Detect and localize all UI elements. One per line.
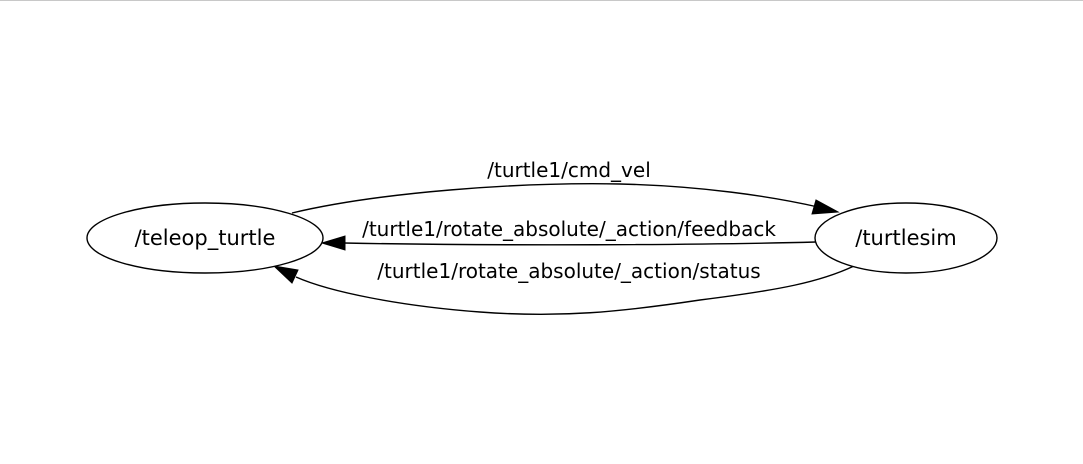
edge-status[interactable]: /turtle1/rotate_absolute/_action/status — [272, 259, 855, 316]
edge-feedback-line — [343, 241, 817, 246]
node-teleop-turtle-label: /teleop_turtle — [135, 226, 276, 251]
edge-status-label: /turtle1/rotate_absolute/_action/status — [377, 259, 760, 283]
node-turtlesim-ellipse — [814, 202, 998, 274]
edge-feedback[interactable]: /turtle1/rotate_absolute/_action/feedbac… — [320, 217, 817, 251]
node-teleop-turtle-ellipse — [86, 202, 324, 274]
edge-status-line — [295, 265, 855, 316]
node-turtlesim[interactable]: /turtlesim — [814, 202, 998, 274]
edge-cmd-vel[interactable]: /turtle1/cmd_vel — [291, 158, 840, 215]
node-turtlesim-label: /turtlesim — [855, 226, 956, 250]
edge-cmd-vel-arrow — [811, 199, 840, 215]
edge-feedback-arrow — [320, 235, 346, 251]
edge-cmd-vel-line — [291, 183, 819, 214]
edge-cmd-vel-label: /turtle1/cmd_vel — [487, 158, 651, 182]
top-divider — [0, 0, 1083, 1]
edge-status-arrow — [272, 265, 299, 284]
node-teleop-turtle[interactable]: /teleop_turtle — [86, 202, 324, 274]
edge-feedback-label: /turtle1/rotate_absolute/_action/feedbac… — [362, 217, 776, 241]
